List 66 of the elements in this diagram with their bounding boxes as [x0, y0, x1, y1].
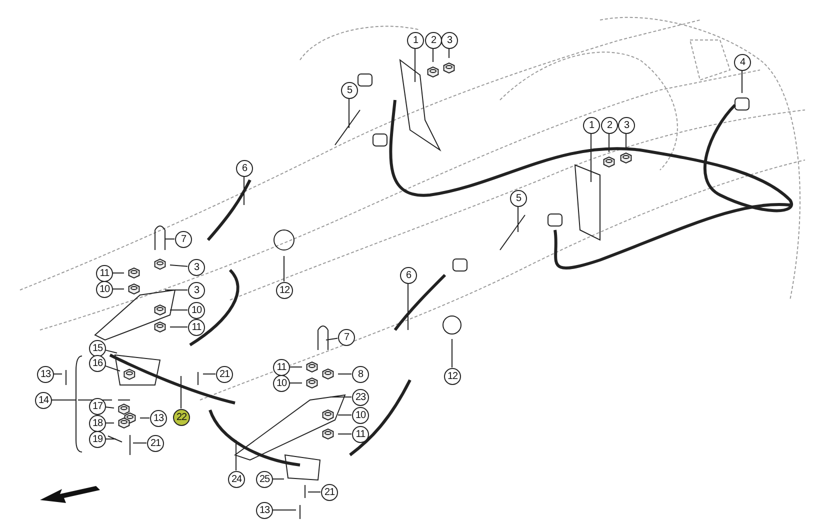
leader-line — [105, 422, 114, 424]
callout-number: 2 — [425, 32, 442, 49]
callout-number: 13 — [256, 502, 273, 519]
callout-number: 11 — [188, 319, 205, 336]
leader-line — [348, 98, 350, 128]
leader-line — [432, 48, 434, 62]
callout-number: 3 — [618, 117, 635, 134]
callout-number: 3 — [441, 32, 458, 49]
leader-line — [338, 414, 352, 416]
callout-number: 6 — [400, 267, 417, 284]
leader-line — [112, 272, 124, 274]
callout-number: 4 — [734, 54, 751, 71]
leader-line — [272, 478, 284, 480]
callout-number: 14 — [35, 392, 52, 409]
leader-line — [170, 264, 188, 267]
leader-line — [104, 350, 118, 354]
callout-number: 19 — [89, 431, 106, 448]
leader-line — [330, 396, 352, 398]
leader-line — [104, 365, 120, 372]
leader-line — [105, 438, 116, 440]
callout-number: 12 — [276, 282, 293, 299]
callout-number: 12 — [444, 368, 461, 385]
callout-number: 7 — [175, 231, 192, 248]
callout-number: 3 — [188, 259, 205, 276]
callout-number: 11 — [96, 265, 113, 282]
callout-number: 10 — [188, 302, 205, 319]
callout-number: 10 — [352, 407, 369, 424]
leader-line — [112, 288, 124, 290]
leader-line — [104, 406, 114, 408]
callout-number: 21 — [216, 366, 233, 383]
leader-line — [289, 382, 302, 384]
leader-line — [289, 366, 302, 368]
leader-line — [590, 133, 592, 182]
callout-number: 11 — [273, 359, 290, 376]
callout-number: 16 — [89, 355, 106, 372]
callout-number: 15 — [89, 340, 106, 357]
callout-number: 23 — [352, 389, 369, 406]
callout-number: 25 — [256, 471, 273, 488]
callout-number: 13 — [150, 410, 167, 427]
callout-number: 11 — [352, 426, 369, 443]
callout-number: 5 — [510, 190, 527, 207]
callout-number: 7 — [338, 329, 355, 346]
callout-number: 18 — [89, 415, 106, 432]
callout-number: 1 — [407, 32, 424, 49]
callout-number: 6 — [236, 160, 253, 177]
callout-number: 17 — [89, 398, 106, 415]
leader-line — [326, 338, 338, 340]
callout-number: 24 — [228, 471, 245, 488]
callout-number: 21 — [321, 484, 338, 501]
callout-number: 13 — [37, 366, 54, 383]
leader-line — [164, 238, 175, 240]
callout-number: 1 — [583, 117, 600, 134]
leader-line — [132, 442, 147, 444]
leader-line — [608, 133, 610, 152]
callout-number: 3 — [188, 282, 205, 299]
callout-number: 21 — [147, 435, 164, 452]
leader-line — [414, 48, 416, 82]
callout-number: 10 — [96, 281, 113, 298]
leader-line — [180, 376, 182, 409]
callout-number: 5 — [341, 82, 358, 99]
leader-line — [448, 48, 450, 58]
callout-number: 8 — [352, 366, 369, 383]
callout-number: 10 — [273, 375, 290, 392]
callout-number: 22 — [173, 409, 190, 426]
leader-line — [170, 326, 188, 328]
callout-number: 2 — [601, 117, 618, 134]
